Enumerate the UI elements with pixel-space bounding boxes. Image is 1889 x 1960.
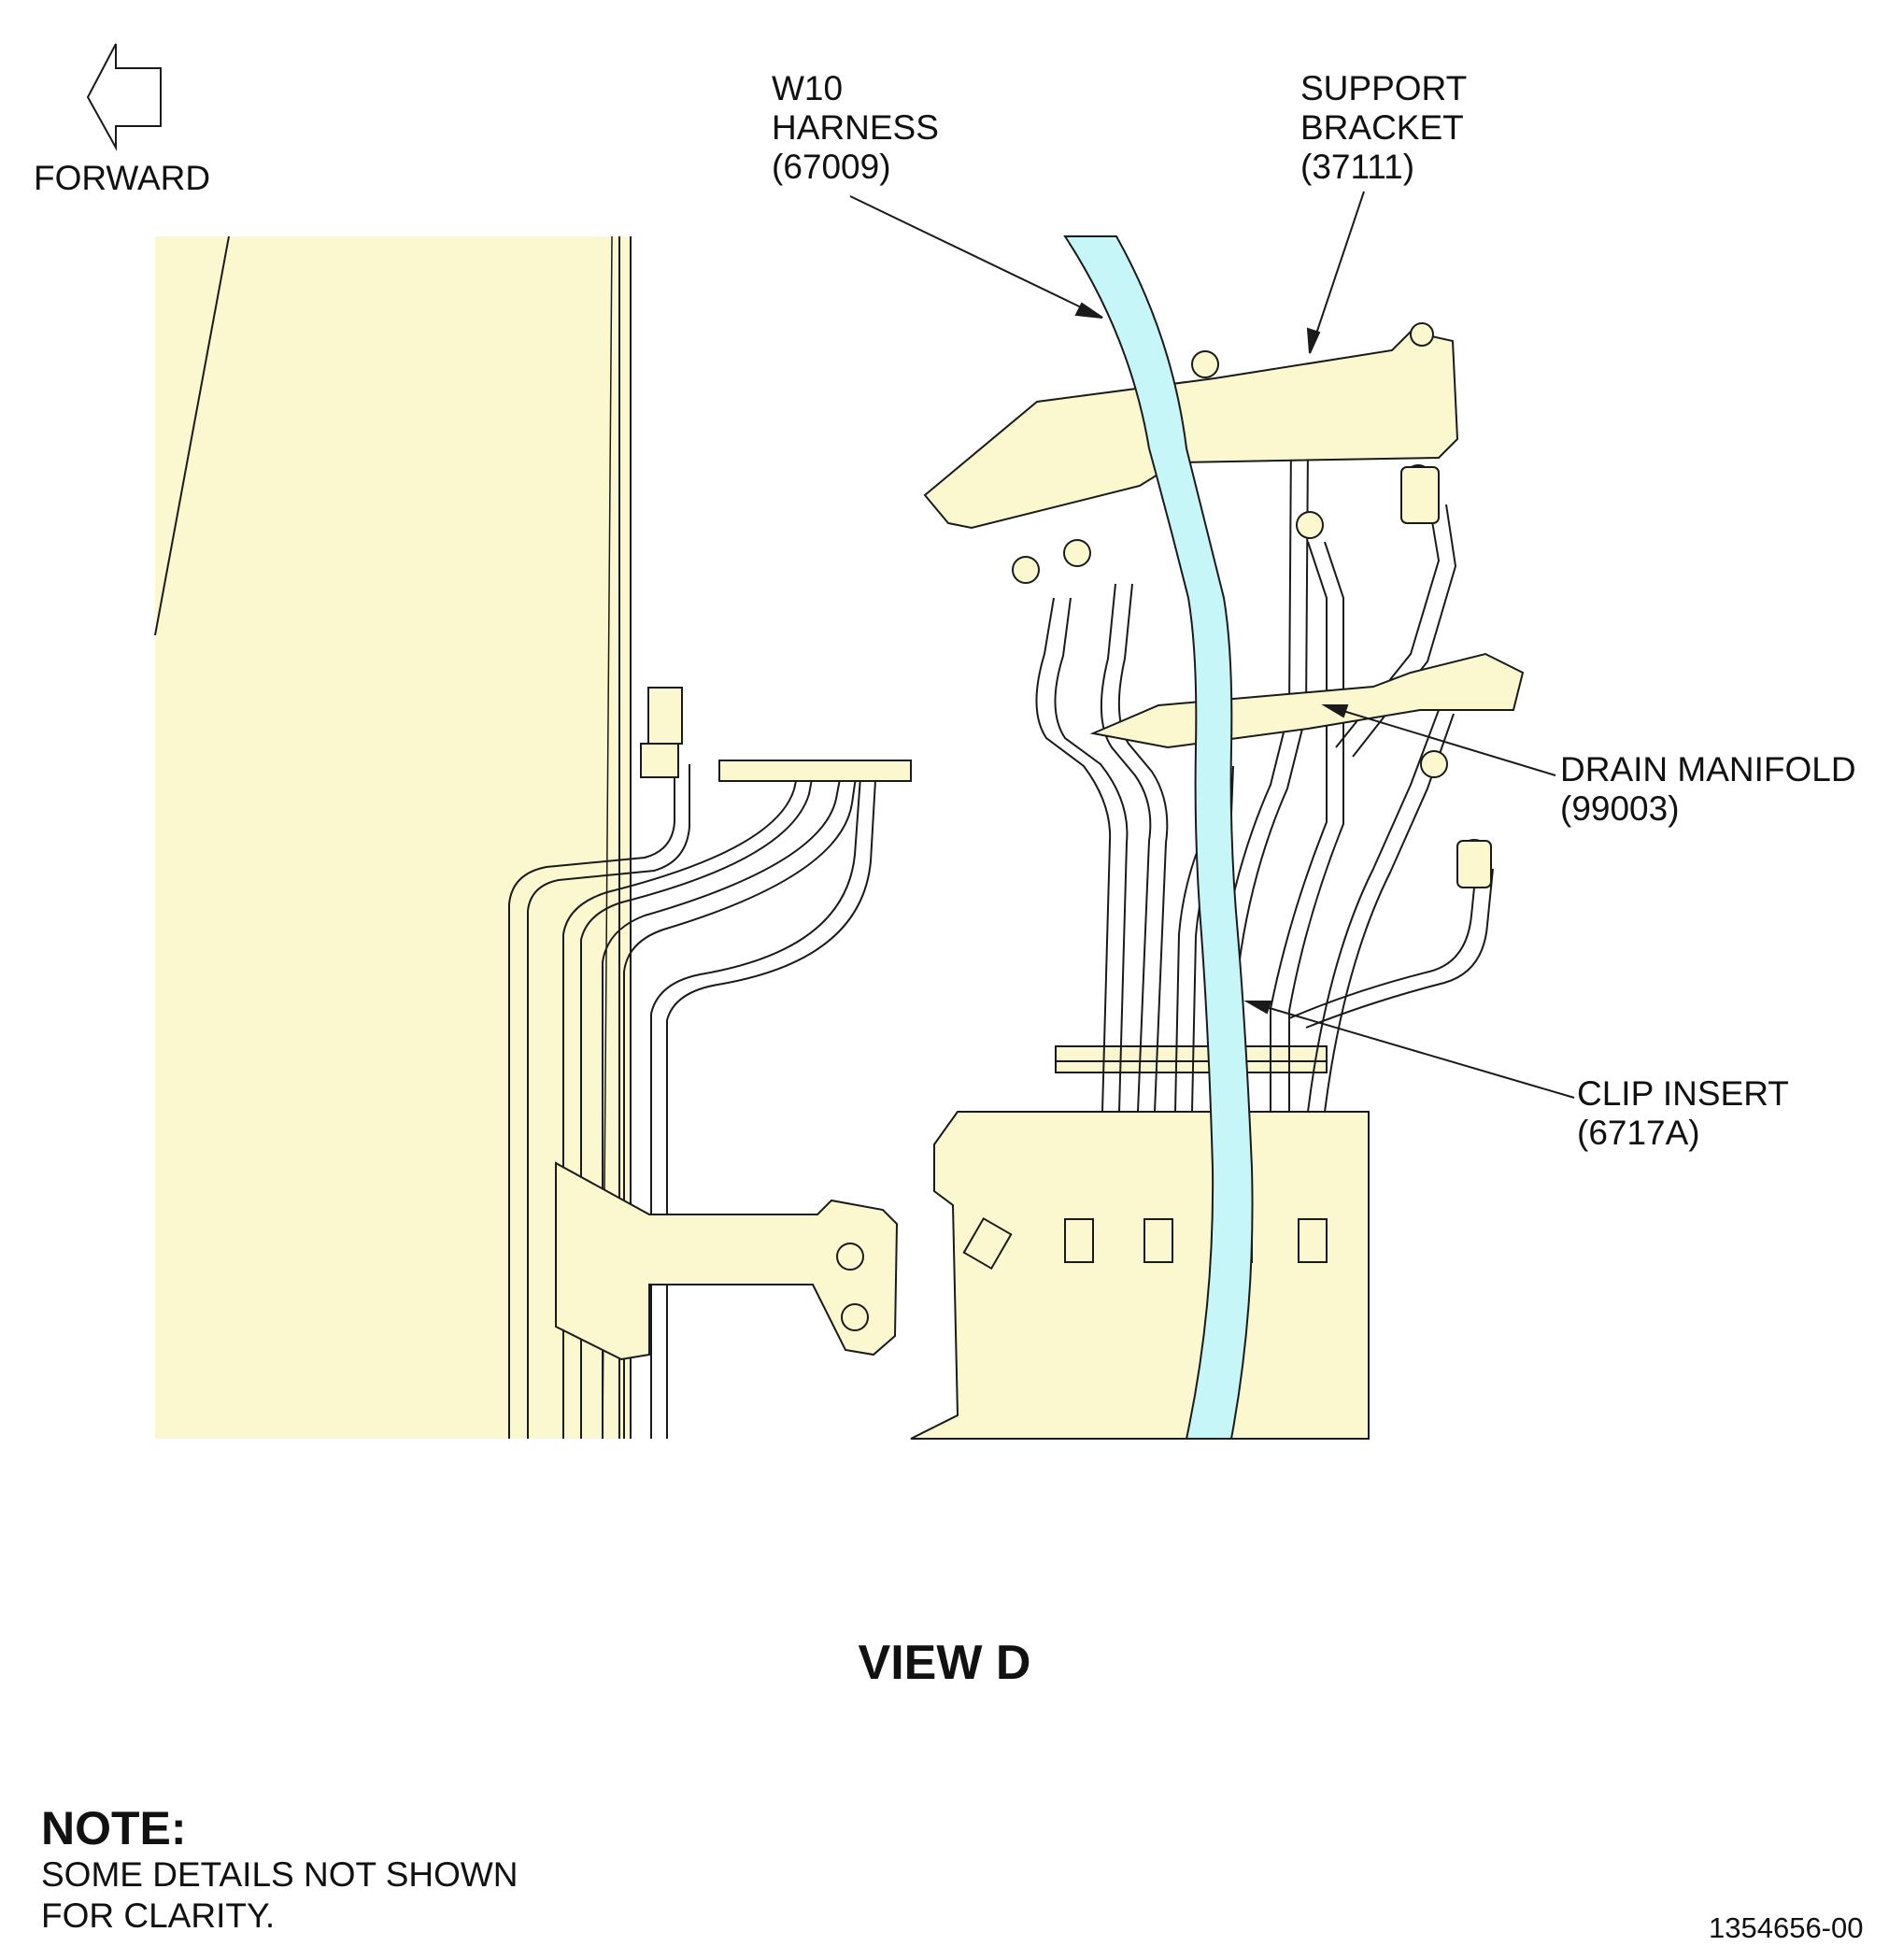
- callout-line: DRAIN MANIFOLD: [1560, 750, 1856, 788]
- callout-line: (99003): [1560, 789, 1680, 828]
- callout-line: SUPPORT: [1300, 69, 1468, 107]
- fittings: [1012, 322, 1492, 888]
- callout-line: HARNESS: [772, 108, 939, 147]
- drawing-number: 1354656-00: [1709, 1911, 1864, 1944]
- support-bracket-callout: SUPPORT BRACKET (37111): [1300, 69, 1467, 187]
- manifold-housing: [910, 1045, 1370, 1440]
- callout-line: (37111): [1300, 148, 1415, 186]
- callout-line: (67009): [772, 148, 891, 186]
- w10-harness-callout: W10 HARNESS (67009): [772, 69, 939, 187]
- manifold-tubes: [1035, 391, 1494, 1113]
- drain-manifold-callout: DRAIN MANIFOLD (99003): [1560, 750, 1856, 829]
- forward-label: FORWARD: [34, 159, 211, 197]
- left-tube-assembly: [508, 763, 877, 1439]
- view-title: VIEW D: [858, 1636, 1031, 1690]
- callout-line: (6717A): [1577, 1114, 1700, 1152]
- note-line: FOR CLARITY.: [41, 1896, 276, 1935]
- clip-insert-callout: CLIP INSERT (6717A): [1577, 1074, 1789, 1153]
- left-flange: [640, 687, 912, 782]
- mounting-bracket: [555, 1161, 899, 1361]
- support-bracket: [923, 330, 1459, 530]
- note-line: SOME DETAILS NOT SHOWN: [41, 1855, 518, 1894]
- note-heading: NOTE:: [41, 1802, 187, 1854]
- note-body: SOME DETAILS NOT SHOWN FOR CLARITY.: [41, 1854, 518, 1937]
- drain-manifold-plate: [1089, 652, 1525, 749]
- left-arrow-icon: [86, 43, 162, 151]
- callout-line: W10: [772, 69, 844, 107]
- callout-line: CLIP INSERT: [1577, 1074, 1789, 1113]
- callout-line: BRACKET: [1300, 108, 1464, 147]
- leader-lines: [849, 191, 1575, 1099]
- w10-harness: [1063, 235, 1254, 1440]
